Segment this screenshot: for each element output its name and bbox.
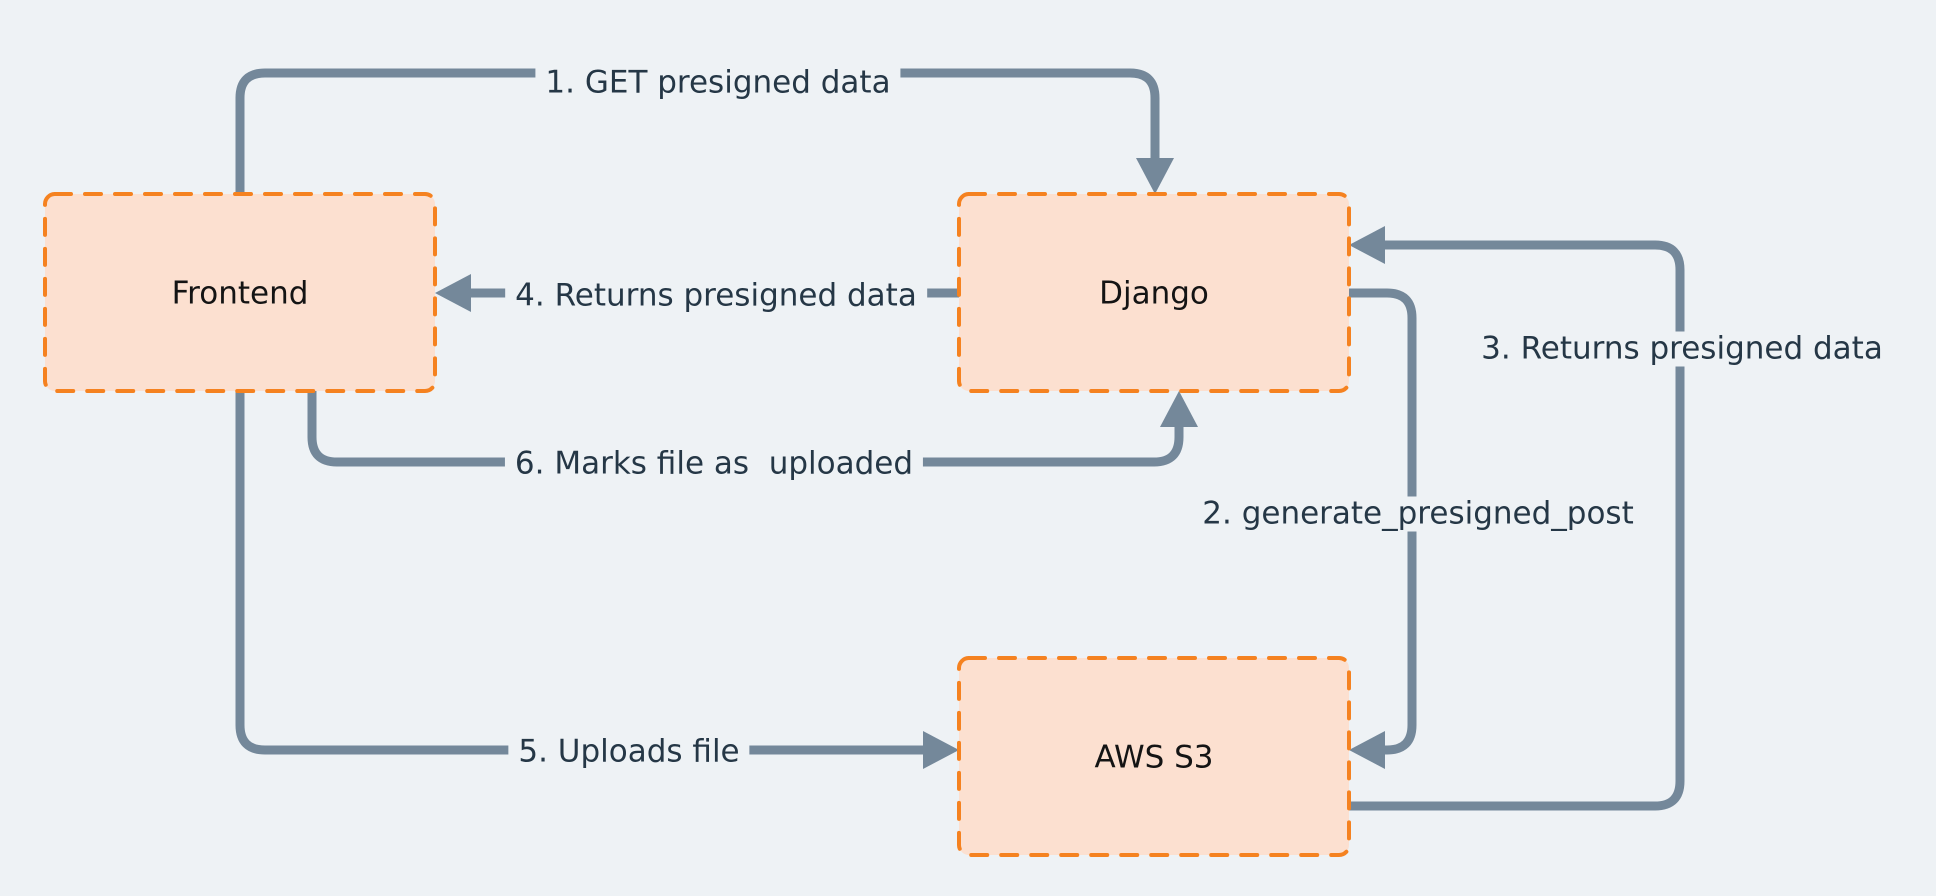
node-frontend-rect[interactable] [43, 192, 437, 393]
edge-5-uploads-file [235, 386, 959, 769]
edge-1-arrowhead [1136, 158, 1174, 194]
edge-label-1: 1. GET presigned data [535, 65, 901, 101]
node-aws-s3-rect[interactable] [957, 656, 1351, 857]
edge-5-arrowhead [923, 731, 959, 769]
node-frontend-label: Frontend [172, 276, 309, 312]
edge-5-path [235, 386, 933, 755]
edge-label-2: 2. generate_presigned_post [1192, 496, 1644, 532]
node-group: Frontend Django AWS S3 [43, 192, 1351, 857]
edge-label-3: 3. Returns presigned data [1471, 331, 1893, 367]
edge-4-arrowhead [435, 274, 471, 312]
edge-label-6: 6. Marks file as uploaded [504, 446, 924, 482]
node-aws-s3[interactable]: AWS S3 [957, 656, 1351, 857]
node-aws-s3-label: AWS S3 [1094, 740, 1213, 776]
node-django[interactable]: Django [957, 192, 1351, 393]
node-frontend[interactable]: Frontend [43, 192, 437, 393]
edge-2-arrowhead [1349, 731, 1385, 769]
edge-3-arrowhead [1349, 226, 1385, 264]
edge-label-5: 5. Uploads file [508, 734, 750, 770]
edge-3-path [1344, 240, 1685, 811]
edge-label-4: 4. Returns presigned data [505, 278, 927, 314]
node-django-rect[interactable] [957, 192, 1351, 393]
node-django-label: Django [1099, 276, 1209, 312]
edge-3-returns-presigned-data [1344, 226, 1685, 811]
edge-6-arrowhead [1160, 391, 1198, 427]
